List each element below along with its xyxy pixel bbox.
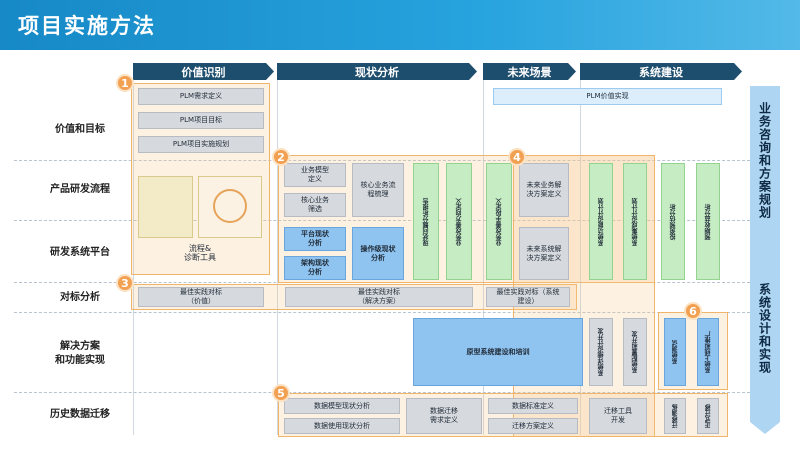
row-label-value-goals: 价值和目标 (55, 124, 105, 135)
row-label-solution: 解决方案 (60, 341, 100, 352)
page-title: 项目实施方法 (18, 14, 156, 38)
biz-model-box: 业务模型 定义 (284, 163, 346, 187)
future-biz-box: 未来业务解 决方案定义 (519, 163, 569, 217)
migration-tool-box: 迁移工具 开发 (589, 398, 647, 434)
best-practice-value-box: 最佳实践对标 （价值） (138, 287, 264, 307)
step-badge-1: 1 (116, 74, 134, 92)
config-dev-box: 系统配置和开发 (623, 318, 647, 386)
best-practice-system-box: 最佳实践对标（系统 建设） (486, 287, 570, 307)
best-practice-solution-box: 最佳实践对标 （解决方案） (285, 287, 473, 307)
plm-plan-box: PLM项目实施规划 (138, 136, 264, 153)
data-standard-box: 数据标准定义 (488, 398, 578, 414)
improve-direction-box: 业务改善方向定义 (446, 163, 472, 280)
row-label-rd-process: 产品研发流程 (50, 184, 110, 195)
migration-rehearsal-box: 迁移演练 (664, 398, 686, 434)
core-comb-box: 核心业务流 程梳理 (352, 163, 404, 217)
column-guide (483, 80, 484, 435)
benefit-analysis-box: 预期收益分析 (696, 163, 720, 280)
row-label-function: 和功能实现 (55, 355, 105, 366)
data-model-analysis-box: 数据模型现状分析 (284, 398, 400, 414)
column-guide (133, 80, 134, 435)
phase-current-analysis: 现状分析 (277, 63, 477, 80)
detail-design-box: 系统详细设计开发 (589, 318, 613, 386)
plm-goal-box: PLM项目目标 (138, 112, 264, 129)
core-filter-box: 核心业务 筛选 (284, 193, 346, 217)
migration-plan-box: 迁移方案定义 (488, 418, 578, 434)
row-separator (14, 160, 750, 161)
row-label-rd-platform: 研发系统平台 (50, 247, 110, 258)
migration-req-box: 数据迁移 需求定义 (406, 398, 482, 434)
data-usage-analysis-box: 数据使用现状分析 (284, 418, 400, 434)
plm-requirement-box: PLM需求定义 (138, 88, 264, 105)
future-sys-box: 未来系统解 决方案定义 (519, 227, 569, 280)
column-guide (277, 80, 278, 435)
improve-means-box: 业务改善手段定义 (486, 163, 512, 280)
tool-analysis-box: 操作级现状 分析 (352, 227, 404, 280)
step-badge-3: 3 (116, 274, 134, 292)
invest-estimate-box: 投资预估分析 (661, 163, 685, 280)
step-badge-6: 6 (684, 302, 702, 320)
phase-value-identification: 价值识别 (133, 63, 274, 80)
platform-analysis-box: 平台现状 分析 (284, 227, 346, 251)
row-label-data-migration: 历史数据迁移 (50, 409, 110, 420)
row-label-benchmark: 对标分析 (60, 292, 100, 303)
step-badge-4: 4 (508, 148, 526, 166)
current-report-box: 现状问题分析报告 (413, 163, 439, 280)
phase-future-scenario: 未来场景 (483, 63, 576, 80)
column-guide (580, 80, 581, 435)
golive-box: 系统上线和推广 (697, 318, 719, 386)
row-separator (14, 220, 750, 221)
tools-label: 流程& 诊断工具 (184, 244, 216, 262)
sys-design-plan-box: 系统功能设计计划 (589, 163, 613, 280)
integ-plan-box: 系统集成设计计划 (623, 163, 647, 280)
cycle-icon (213, 189, 247, 223)
formal-migration-box: 正式迁移 (697, 398, 719, 434)
system-test-box: 系统测试 (664, 318, 686, 386)
sidebar-design-build: 系统设计和实现 (750, 222, 780, 434)
arch-analysis-box: 架构现状 分析 (284, 256, 346, 280)
prototype-box: 原型系统建设和培训 (413, 318, 583, 386)
phase-system-build: 系统建设 (580, 63, 742, 80)
sidebar-consulting: 业务咨询和方案规划 (750, 86, 780, 234)
diagram-thumbnail (198, 176, 262, 238)
header-bar (0, 0, 800, 50)
row-separator (14, 392, 750, 393)
document-thumbnail (138, 176, 193, 238)
plm-value-box: PLM价值实现 (493, 88, 722, 105)
row-separator (14, 312, 750, 313)
step-badge-5: 5 (272, 384, 290, 402)
step-badge-2: 2 (272, 148, 290, 166)
